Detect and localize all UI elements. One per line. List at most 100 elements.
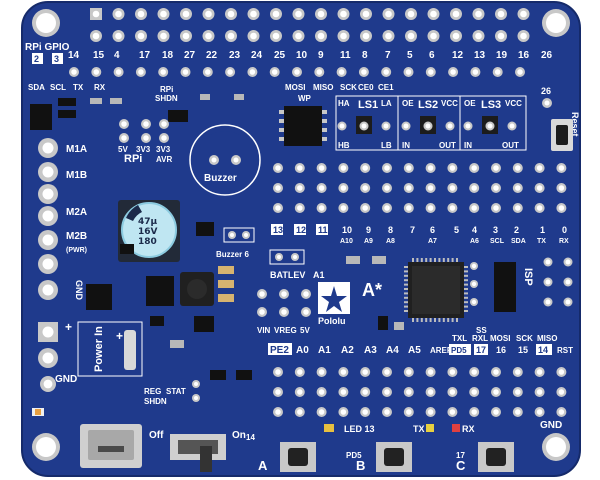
shdn-label: SHDN <box>144 397 167 406</box>
gpio-number-13: 13 <box>474 50 486 61</box>
io-8-label: 8 <box>388 225 393 235</box>
rx-led-label: RX <box>462 424 475 434</box>
pin-15-label: 15 <box>518 345 528 355</box>
button-c[interactable] <box>478 442 514 472</box>
mosi-top-label: MOSI <box>285 83 305 92</box>
cap-code-label: 180 <box>138 237 157 247</box>
gpio-number-16: 16 <box>518 50 530 61</box>
m1a-label: M1A <box>66 144 87 155</box>
reset-label: Reset <box>570 112 580 137</box>
io-5-label: 5 <box>454 225 459 235</box>
a2-label: A2 <box>341 345 354 356</box>
gpio-number-7: 7 <box>385 50 391 61</box>
isp-header: ISP <box>494 262 534 312</box>
gpio-number-22: 22 <box>206 50 218 61</box>
ha-label: HA <box>338 99 350 108</box>
motor-gnd-label: GND <box>74 280 84 301</box>
buzzer-6-jumper: Buzzer 6 <box>216 227 255 259</box>
gpio-number-5: 5 <box>407 50 413 61</box>
ls2-label: LS2 <box>418 99 438 111</box>
isp-holes <box>470 262 478 306</box>
io-11-label: 11 <box>318 225 328 235</box>
buzzer-label: Buzzer <box>204 173 237 184</box>
tx-led-label: TX <box>413 424 425 434</box>
mounting-holes <box>32 9 570 461</box>
bottom-io-labels: PE2 A0 A1 A2 A3 A4 A5 AREF SS TXL RXL MO… <box>268 326 573 356</box>
svg-text:+: + <box>116 329 123 343</box>
stat-label: STAT <box>166 387 186 396</box>
pololu-logo: Pololu <box>318 282 350 326</box>
io-labels: 13 12 11 10 A10 9 A9 8 A8 7 6 A7 5 4 A6 … <box>271 224 569 245</box>
scl-io-label: SCL <box>490 238 505 245</box>
gpio-number-14: 14 <box>68 50 80 61</box>
buzzer-6-label: Buzzer 6 <box>216 250 249 259</box>
m1b-label: M1B <box>66 170 87 181</box>
gpio-number-19: 19 <box>496 50 508 61</box>
a3-label: A3 <box>364 345 377 356</box>
io-3-label: 3 <box>493 225 498 235</box>
level-shifter-holes <box>337 121 517 131</box>
cap-voltage-label: 16V <box>138 227 158 237</box>
button-c-label: C <box>456 458 466 473</box>
pwr-label: (PWR) <box>66 247 87 254</box>
ls3-label: LS3 <box>481 99 501 111</box>
io-9-label: 9 <box>366 225 371 235</box>
gpio-number-10: 10 <box>296 50 308 61</box>
rpi-shdn-label-2: SHDN <box>155 94 178 103</box>
sck-bottom-label: SCK <box>516 334 533 343</box>
gpio-number-24: 24 <box>251 50 263 61</box>
a8-label: A8 <box>386 238 395 245</box>
sda-io-label: SDA <box>511 238 526 245</box>
pin-14-label: 14 <box>246 433 255 442</box>
pin-3-label: 3 <box>54 54 59 64</box>
mosi-bottom-label: MOSI <box>490 334 510 343</box>
vcc1-label: VCC <box>441 99 458 108</box>
led-red-left <box>32 408 44 416</box>
io-6-label: 6 <box>430 225 435 235</box>
io-1-label: 1 <box>540 225 545 235</box>
io-12-label: 12 <box>296 225 306 235</box>
gnd-left-label: GND <box>55 374 77 385</box>
off-label: Off <box>149 430 164 441</box>
wp-label: WP <box>298 94 312 103</box>
a6-label: A6 <box>470 238 479 245</box>
pe2-label: PE2 <box>270 345 289 356</box>
motor-driver-components <box>86 222 234 348</box>
power-select-holes <box>119 119 169 143</box>
reset-button[interactable] <box>551 119 573 151</box>
rpi-power-label: RPi <box>124 153 142 165</box>
avr-label: AVR <box>156 155 173 164</box>
power-switch[interactable] <box>170 434 226 472</box>
gpio-number-8: 8 <box>362 50 368 61</box>
button-a[interactable] <box>280 442 316 472</box>
miso-bottom-label: MISO <box>537 334 557 343</box>
top-left-components <box>30 94 244 130</box>
rpi-gpio-label: RPi GPIO <box>25 42 70 53</box>
gpio-second-row <box>69 67 525 77</box>
button-b[interactable] <box>376 442 412 472</box>
5v-out-label: 5V <box>300 326 310 335</box>
rpi-shdn-label-1: RPi <box>160 85 173 94</box>
power-select-area: 5V 3V3 3V3 RPi AVR <box>118 145 173 165</box>
gnd-right-label: GND <box>540 420 562 431</box>
pd5-box-label: PD5 <box>451 346 467 355</box>
a-star-mark: A* <box>362 280 382 300</box>
gpio-number-11: 11 <box>340 50 351 61</box>
gpio-number-26: 26 <box>541 50 553 61</box>
gpio-number-17: 17 <box>139 50 151 61</box>
vin-label: VIN <box>257 326 271 335</box>
on-label: On <box>232 430 246 441</box>
pin-26-label: 26 <box>541 86 551 96</box>
la-label: LA <box>381 99 392 108</box>
led-13-label: LED 13 <box>344 424 375 434</box>
usb-connector[interactable] <box>80 424 142 468</box>
flash-chip <box>279 106 327 146</box>
a7-label: A7 <box>428 238 437 245</box>
rx-led <box>452 424 460 432</box>
gpio-number-15: 15 <box>93 50 105 61</box>
io-0-label: 0 <box>562 225 567 235</box>
pololu-wordmark: Pololu <box>318 316 346 326</box>
scl-label: SCL <box>50 83 66 92</box>
rx-io-label: RX <box>559 238 569 245</box>
